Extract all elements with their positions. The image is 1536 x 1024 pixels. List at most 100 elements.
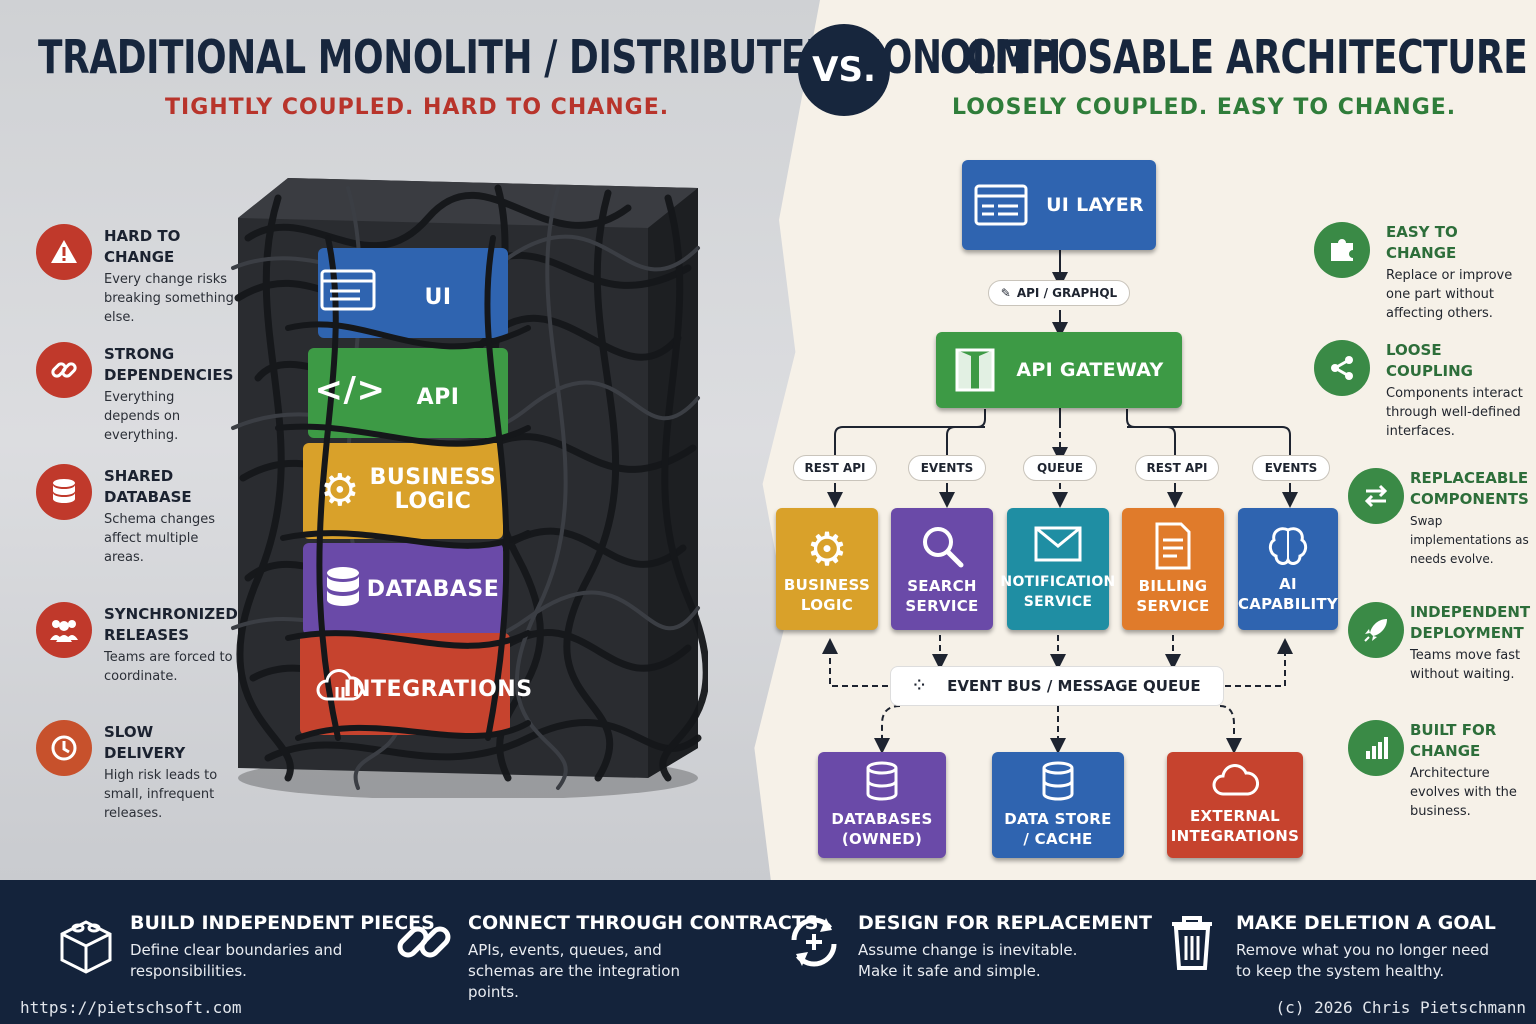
monolith-block-api: API	[416, 385, 460, 410]
vs-badge: VS.	[798, 24, 890, 116]
database-icon	[1042, 761, 1074, 801]
feature-title: EASY TO CHANGE	[1386, 223, 1458, 262]
left-feature-strong-dependencies: STRONG DEPENDENCIES Everything depends on…	[36, 342, 236, 443]
store-data-cache: DATA STORE / CACHE	[992, 752, 1124, 858]
monolith-block-ui: UI	[424, 285, 452, 310]
gear-icon: ⚙	[320, 465, 360, 516]
feature-title: INDEPENDENT DEPLOYMENT	[1410, 603, 1531, 642]
service-billing: BILLING SERVICE	[1122, 508, 1224, 630]
refresh-plus-icon	[782, 910, 846, 974]
cloud-plug-icon	[312, 664, 368, 710]
connector-events-1: EVENTS	[908, 455, 986, 481]
connector-rest-api-2: REST API	[1135, 455, 1219, 481]
feature-title: SHARED DATABASE	[104, 467, 192, 506]
composable-diagram: UI LAYER ✎ API / GRAPHQL API GATEWAY REST…	[760, 150, 1360, 870]
feature-title: SLOW DELIVERY	[104, 723, 186, 762]
service-search: SEARCH SERVICE	[891, 508, 993, 630]
left-subtitle: TIGHTLY COUPLED. HARD TO CHANGE.	[165, 95, 670, 120]
mail-icon	[1034, 526, 1082, 562]
event-bus-label: EVENT BUS / MESSAGE QUEUE	[947, 677, 1201, 695]
left-title: TRADITIONAL MONOLITH / DISTRIBUTED MONOL…	[38, 30, 1061, 84]
monolith-block-integrations: INTEGRATIONS	[343, 677, 533, 702]
puzzle-icon	[1314, 222, 1370, 278]
clock-icon	[36, 720, 92, 776]
principle-title: BUILD INDEPENDENT PIECES	[130, 912, 435, 934]
right-feature-built-for-change: BUILT FOR CHANGE Architecture evolves wit…	[1348, 720, 1536, 819]
tangled-server-stack	[231, 178, 708, 798]
service-ai-capability: AI CAPABILITY	[1238, 508, 1338, 630]
store-label: EXTERNAL INTEGRATIONS	[1170, 807, 1300, 845]
connector-queue: QUEUE	[1023, 455, 1097, 481]
principle-title: CONNECT THROUGH CONTRACTS	[468, 912, 819, 934]
feature-description: Everything depends on everything.	[104, 390, 181, 443]
feature-description: Schema changes affect multiple areas.	[104, 512, 216, 565]
event-bus-pill: ⁘EVENT BUS / MESSAGE QUEUE	[890, 666, 1224, 706]
chain-icon	[392, 910, 456, 974]
api-gateway-label: API GATEWAY	[1016, 359, 1164, 381]
principle-title: DESIGN FOR REPLACEMENT	[858, 912, 1153, 934]
feature-description: Architecture evolves with the business.	[1410, 766, 1517, 819]
team-icon	[36, 602, 92, 658]
service-label: BILLING SERVICE	[1136, 577, 1210, 615]
database-icon	[866, 761, 898, 801]
feature-description: Replace or improve one part without affe…	[1386, 268, 1513, 321]
feature-title: REPLACEABLE COMPONENTS	[1410, 469, 1529, 508]
monolith-block-database: DATABASE	[366, 577, 500, 602]
feature-title: BUILT FOR CHANGE	[1410, 721, 1497, 760]
api-gateway-box: API GATEWAY	[936, 332, 1182, 408]
left-feature-shared-database: SHARED DATABASE Schema changes affect mul…	[36, 464, 236, 565]
feature-description: High risk leads to small, infrequent rel…	[104, 768, 218, 821]
store-external-integrations: EXTERNAL INTEGRATIONS	[1167, 752, 1303, 858]
trash-icon	[1160, 910, 1224, 974]
swap-icon	[1348, 468, 1404, 524]
footer-url-link[interactable]: https://pietschsoft.com	[20, 998, 242, 1017]
left-feature-synchronized-releases: SYNCHRONIZED RELEASES Teams are forced to…	[36, 602, 238, 684]
store-databases-owned: DATABASES (OWNED)	[818, 752, 946, 858]
api-graphql-label: API / GRAPHQL	[1016, 286, 1118, 300]
feature-title: SYNCHRONIZED RELEASES	[104, 605, 238, 644]
window-icon	[974, 184, 1028, 226]
feature-description: Teams are forced to coordinate.	[104, 650, 233, 684]
right-feature-easy-to-change: EASY TO CHANGE Replace or improve one par…	[1314, 222, 1529, 321]
code-icon: </>	[314, 370, 386, 410]
ui-layer-box: UI LAYER	[962, 160, 1156, 250]
invoice-icon	[1155, 522, 1191, 570]
right-background	[740, 0, 1536, 880]
database-icon	[36, 464, 92, 520]
service-label: NOTIFICATION SERVICE	[1000, 574, 1116, 610]
feature-description: Components interact through well-defined…	[1386, 386, 1523, 439]
monolith-illustration: UI </> API ⚙ BUSINESS LOGIC DATABASE INT…	[228, 178, 708, 798]
service-business-logic: ⚙ BUSINESS LOGIC	[776, 508, 878, 630]
service-label: SEARCH SERVICE	[905, 577, 979, 615]
monolith-block-business-logic: BUSINESS LOGIC	[369, 465, 497, 514]
share-icon	[1314, 340, 1370, 396]
feature-description: Teams move fast without waiting.	[1410, 648, 1521, 682]
connector-events-2: EVENTS	[1252, 455, 1330, 481]
database-icon	[320, 563, 366, 617]
connector-rest-api-1: REST API	[793, 455, 877, 481]
rocket-icon	[1348, 602, 1404, 658]
link-icon	[36, 342, 92, 398]
gear-icon: ⚙	[806, 522, 848, 576]
diagram-connectors	[822, 250, 1298, 754]
lego-brick-icon	[54, 910, 118, 974]
principles-bar: BUILD INDEPENDENT PIECES Define clear bo…	[0, 880, 1536, 1024]
feature-title: LOOSE COUPLING	[1386, 341, 1473, 380]
bar-chart-icon	[1348, 720, 1404, 776]
right-feature-loose-coupling: LOOSE COUPLING Components interact throug…	[1314, 340, 1529, 439]
feature-description: Every change risks breaking something el…	[104, 272, 234, 325]
footer-copyright: (c) 2026 Chris Pietschmann	[1275, 998, 1526, 1017]
brain-icon	[1268, 527, 1308, 565]
principle-description: Assume change is inevitable. Make it saf…	[858, 941, 1078, 980]
principle-description: APIs, events, queues, and schemas are th…	[468, 941, 680, 1001]
gate-icon	[955, 348, 995, 392]
warning-icon	[36, 224, 92, 280]
feature-description: Swap implementations as needs evolve.	[1410, 514, 1529, 566]
plug-icon: ✎	[1000, 286, 1011, 300]
service-notification: NOTIFICATION SERVICE	[1000, 508, 1115, 630]
feature-title: STRONG DEPENDENCIES	[104, 345, 234, 384]
right-feature-independent-deployment: INDEPENDENT DEPLOYMENT Teams move fast wi…	[1348, 602, 1536, 682]
service-label: AI CAPABILITY	[1237, 575, 1339, 613]
store-label: DATA STORE / CACHE	[1004, 810, 1112, 848]
